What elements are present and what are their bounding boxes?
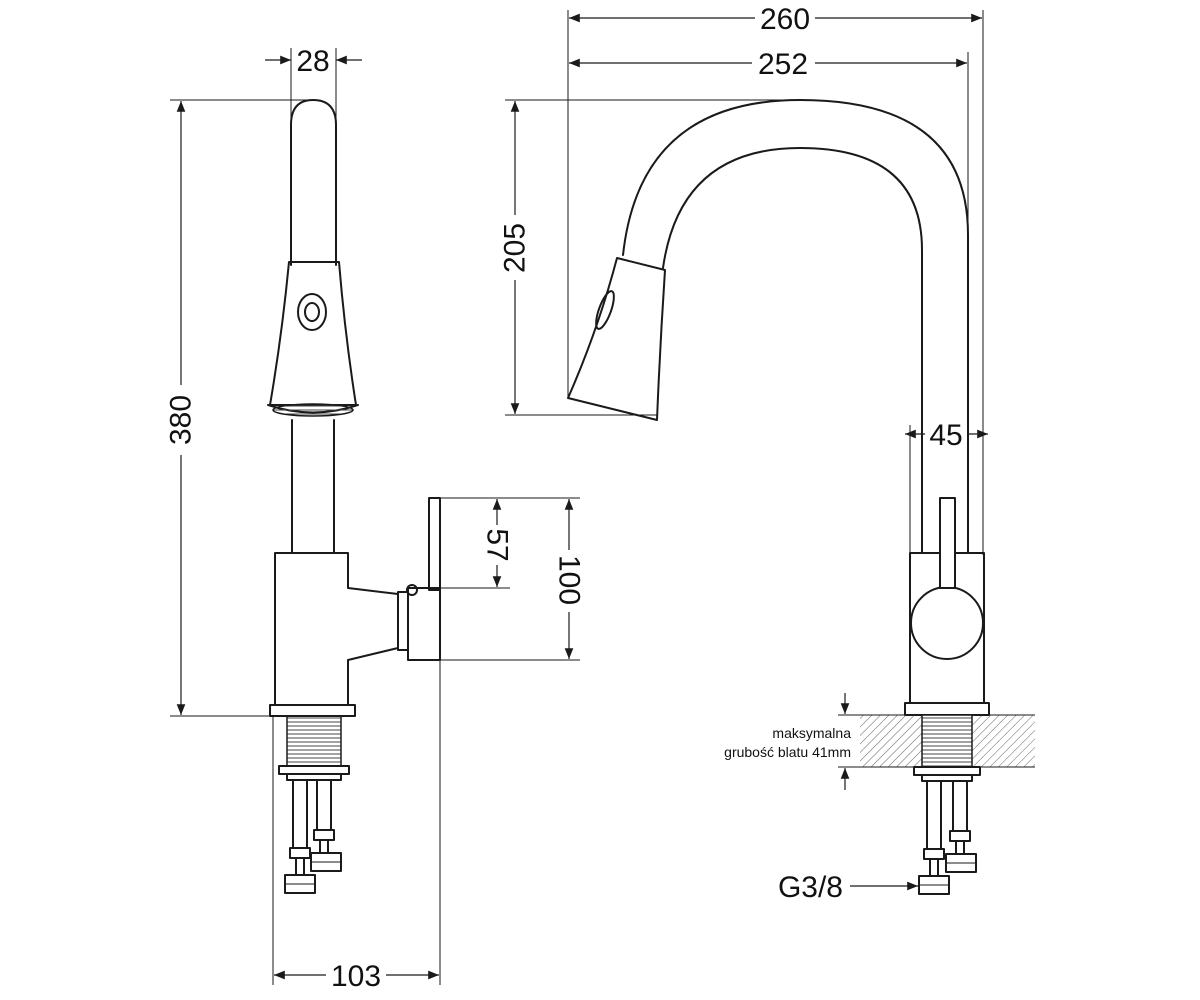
front-spout-inner [662, 147, 923, 554]
dim-base-width: 103 [331, 960, 381, 993]
dim-body-diameter: 45 [929, 419, 962, 452]
side-base-ring [269, 704, 356, 717]
side-spout-pipe [290, 99, 337, 266]
side-handle-lever [428, 497, 441, 591]
front-handle-lever [939, 497, 956, 589]
dim-spout-drop: 205 [499, 223, 532, 273]
dim-reach-inner: 252 [758, 48, 808, 81]
front-spray-head [567, 257, 666, 421]
note-line-2: grubość blatu 41mm [724, 744, 851, 760]
front-hose-2 [952, 780, 968, 832]
dim-body-height: 100 [553, 555, 586, 605]
front-spray-button [595, 290, 615, 330]
front-base-ring [904, 702, 990, 716]
front-hose-1 [926, 780, 942, 850]
dim-reach-outer: 260 [760, 3, 810, 36]
side-spray-button [297, 293, 327, 331]
dim-height-total: 380 [165, 395, 198, 445]
front-handle-knob [910, 586, 984, 660]
front-spout-outer [622, 99, 969, 554]
side-threaded-shank [286, 715, 342, 767]
side-body [274, 552, 399, 706]
side-spray-head [269, 261, 357, 406]
side-view: 28 380 57 100 103 [165, 45, 586, 993]
dim-handle-height: 57 [481, 528, 514, 561]
side-handle-cap [407, 587, 441, 661]
front-view: 260 252 205 45 maksymalna grubość blatu … [499, 3, 1035, 904]
side-hose-1 [292, 779, 308, 849]
thread-label: G3/8 [778, 871, 843, 904]
front-threaded-shank [921, 714, 973, 768]
note-line-1: maksymalna [772, 725, 851, 741]
dim-width-top: 28 [296, 45, 329, 78]
side-hose-2 [316, 779, 332, 831]
